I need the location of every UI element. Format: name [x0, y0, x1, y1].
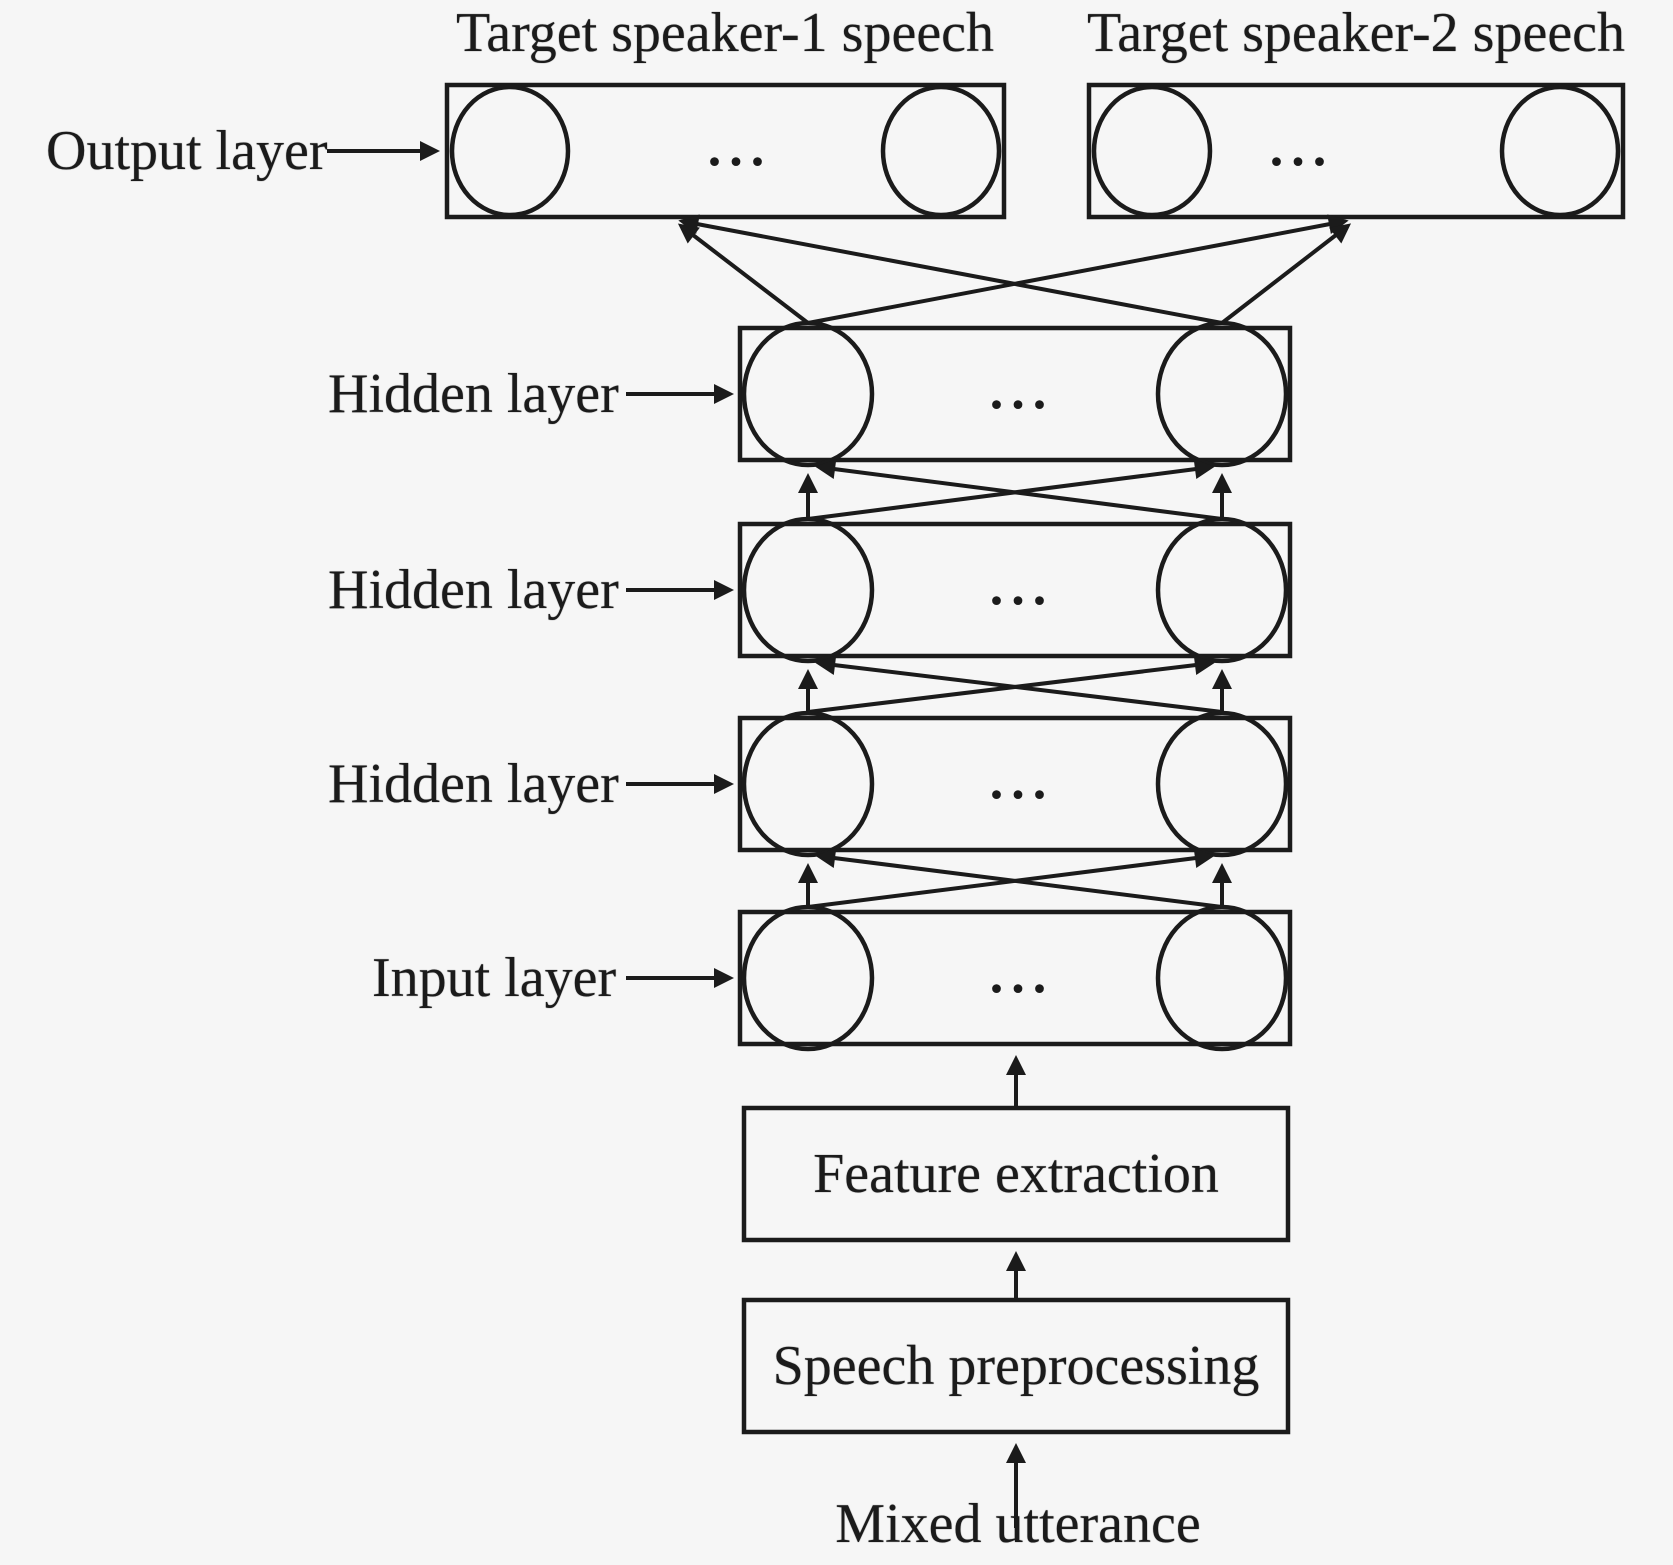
connection-arrow — [815, 655, 1223, 714]
output-box-speaker1 — [444, 82, 1007, 220]
neuron-node — [741, 904, 875, 1052]
neuron-node — [741, 516, 875, 664]
connection-arrow — [807, 459, 1215, 521]
hidden-to-output-connections — [677, 214, 1352, 325]
neuron-node — [1499, 84, 1621, 218]
title-target-speaker1: Target speaker-1 speech — [455, 2, 995, 64]
process-boxes — [741, 1105, 1291, 1435]
title-target-speaker2: Target speaker-2 speech — [1086, 2, 1626, 64]
hidden2-to-hidden1-connections — [798, 459, 1232, 521]
output-layer-label: Output layer — [46, 120, 328, 182]
ellipsis-hidden-top: ... — [989, 360, 1055, 420]
ellipsis-hidden-middle: ... — [989, 556, 1055, 616]
neuron-node — [741, 710, 875, 858]
speech-preprocessing-label: Speech preprocessing — [772, 1335, 1260, 1397]
hidden-box-bottom — [737, 715, 1293, 853]
neuron-node — [1155, 904, 1289, 1052]
label-arrows — [327, 141, 734, 988]
connection-arrow — [815, 848, 1223, 909]
hidden-box-top — [737, 325, 1293, 463]
speech-preprocessing-box — [741, 1297, 1291, 1435]
hidden-layer-top-label: Hidden layer — [328, 363, 619, 425]
feature-extraction-box — [741, 1105, 1291, 1243]
output-box-speaker2 — [1086, 82, 1626, 220]
ellipsis-hidden-bottom: ... — [989, 750, 1055, 810]
mixed-utterance-label: Mixed utterance — [835, 1493, 1201, 1555]
input-layer-label: Input layer — [372, 947, 617, 1009]
ellipsis-output-speaker2: ... — [1269, 117, 1335, 177]
output-layer-row — [444, 82, 1626, 220]
neuron-node — [1155, 710, 1289, 858]
neuron-node — [1155, 320, 1289, 468]
ellipsis-output-speaker1: ... — [707, 117, 773, 177]
neuron-node — [880, 84, 1002, 218]
feature-extraction-label: Feature extraction — [813, 1143, 1219, 1205]
input-to-hidden3-connections — [798, 848, 1232, 909]
connection-arrow — [678, 214, 1223, 325]
hidden3-to-hidden2-connections — [798, 655, 1232, 714]
hidden-layer-middle-label: Hidden layer — [328, 559, 619, 621]
connection-arrow — [807, 848, 1215, 909]
hidden-box-middle — [737, 521, 1293, 659]
connection-arrow — [1220, 223, 1352, 325]
neuron-node — [1155, 516, 1289, 664]
ellipsis-input: ... — [989, 944, 1055, 1004]
hidden-layer-bottom — [737, 710, 1293, 858]
input-box — [737, 909, 1293, 1047]
connection-arrow — [807, 214, 1349, 325]
connection-arrow — [815, 459, 1223, 521]
connection-arrow — [677, 223, 810, 325]
neuron-node — [449, 84, 571, 218]
hidden-layer-bottom-label: Hidden layer — [328, 753, 619, 815]
neuron-node — [1091, 84, 1213, 218]
connection-arrow — [807, 655, 1215, 714]
hidden-layer-top — [737, 320, 1293, 468]
neuron-node — [741, 320, 875, 468]
